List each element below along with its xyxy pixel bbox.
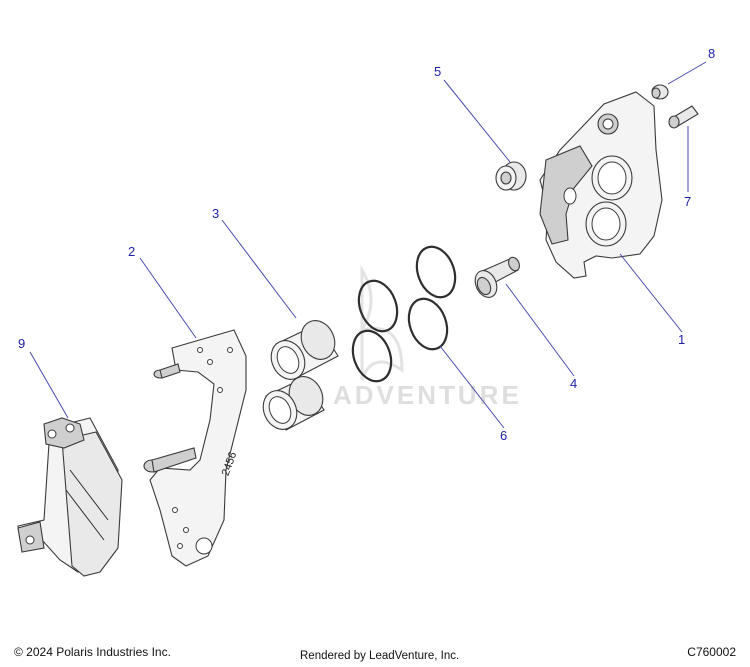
bleeder-screw[interactable] — [668, 105, 699, 129]
seal-rings[interactable] — [346, 241, 462, 386]
callout-6: 6 — [500, 428, 507, 443]
callout-1: 1 — [678, 332, 685, 347]
slide-pin[interactable] — [471, 256, 521, 301]
watermark: ADVENTURE — [333, 264, 522, 410]
callout-5: 5 — [434, 64, 441, 79]
bleeder-cap[interactable] — [651, 84, 669, 100]
callout-7: 7 — [684, 194, 691, 209]
brake-pad-set[interactable] — [17, 417, 123, 577]
callout-labels: 1 2 3 4 5 6 7 8 9 — [18, 46, 715, 443]
caliper-bushing[interactable] — [495, 161, 527, 191]
callout-4: 4 — [570, 376, 577, 391]
copyright-notice: © 2024 Polaris Industries Inc. — [14, 645, 171, 659]
callout-8: 8 — [708, 46, 715, 61]
caliper-body[interactable] — [539, 91, 663, 279]
callout-9: 9 — [18, 336, 25, 351]
rendered-by-credit: Rendered by LeadVenture, Inc. — [300, 650, 460, 662]
caliper-pistons[interactable] — [257, 315, 341, 435]
callout-3: 3 — [212, 206, 219, 221]
caliper-bracket[interactable]: 2456 — [143, 329, 247, 567]
callout-2: 2 — [128, 244, 135, 259]
catalog-code: C760002 — [687, 645, 736, 659]
watermark-text: ADVENTURE — [333, 380, 522, 410]
leader-lines — [29, 61, 707, 429]
